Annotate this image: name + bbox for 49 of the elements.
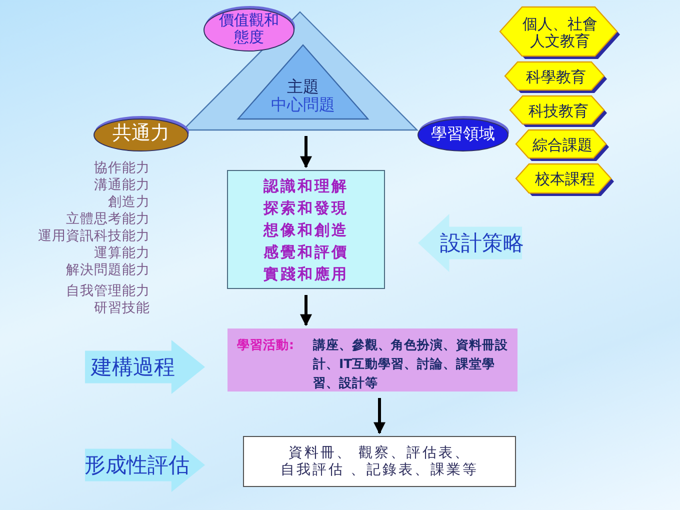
skill-label: 運用資訊科技能力 — [38, 228, 150, 244]
node-label: 形成性評估 — [84, 452, 190, 478]
assessment-box — [243, 436, 516, 487]
inner-triangle — [238, 45, 368, 119]
node-label: 學習領域 — [431, 124, 495, 144]
node-label: 個人、社會人文教育 — [522, 16, 598, 50]
list-item: 探索和發現 — [264, 198, 348, 218]
activity-box — [227, 328, 518, 392]
node-label: 科技教育 — [528, 102, 588, 120]
node-label: 價值觀和態度 — [219, 12, 279, 46]
node-label: 資料冊、 觀察、評估表、 — [288, 445, 471, 462]
oval-node — [416, 116, 510, 152]
list-item: 實踐和應用 — [264, 264, 348, 284]
node-label: 自我評估 、記錄表、課業等 — [280, 462, 479, 478]
hexagon-node — [510, 96, 607, 127]
arrow-shape — [85, 438, 205, 492]
node-label: 建構過程 — [91, 354, 175, 380]
node-label: 綜合課題 — [532, 136, 592, 154]
hexagon-node — [500, 7, 620, 59]
node-label: 主題 — [287, 78, 319, 96]
node-label: 中心問題 — [271, 96, 335, 114]
node-label: 校本課程 — [535, 171, 595, 189]
arrow — [300, 295, 312, 326]
node-label: 共通力 — [112, 123, 170, 145]
skill-label: 溝通能力 — [94, 177, 150, 193]
skill-label: 研習技能 — [94, 300, 150, 316]
skill-label: 協作能力 — [94, 160, 150, 176]
skill-label: 自我管理能力 — [66, 283, 150, 299]
arrow — [300, 136, 312, 168]
skill-label: 解決問題能力 — [66, 262, 150, 278]
node-label: 科學教育 — [526, 68, 586, 86]
process-box — [227, 170, 385, 289]
hexagon-node — [516, 130, 609, 161]
arrow — [374, 398, 386, 434]
oval-node — [202, 6, 296, 52]
list-item: 想像和創造 — [264, 220, 348, 240]
node-label: 設計策略 — [440, 230, 524, 256]
skill-label: 運算能力 — [94, 245, 150, 261]
hexagon-node — [505, 62, 607, 93]
hexagon-node — [516, 164, 614, 196]
oval-node — [92, 116, 190, 152]
list-item: 認識和理解 — [264, 176, 348, 196]
activity-heading: 學習活動: — [237, 336, 294, 354]
skill-label: 立體思考能力 — [66, 211, 150, 227]
skill-label: 創造力 — [108, 194, 150, 210]
arrow-shape — [418, 214, 522, 272]
list-item: 感覺和評價 — [264, 242, 348, 262]
activity-list: 講座、參觀、角色扮演、資料冊設計、IT互動學習、討論、課堂學習、設計等 — [313, 335, 509, 392]
arrow-shape — [85, 340, 205, 394]
